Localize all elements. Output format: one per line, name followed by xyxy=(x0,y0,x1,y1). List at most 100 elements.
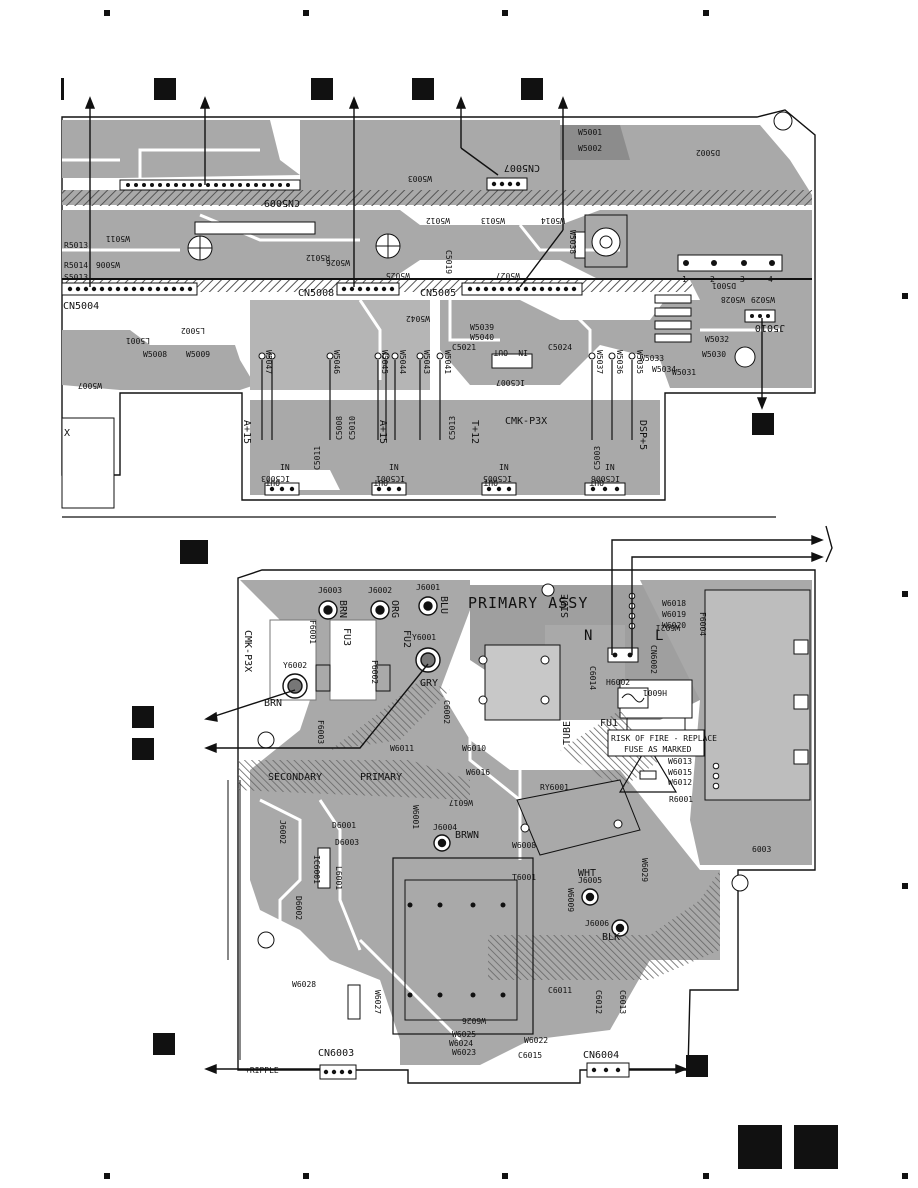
part-w6008: W6008 xyxy=(512,841,536,850)
jack-j6004-ref: J6004 xyxy=(433,823,457,832)
mini-r5014: R5014 xyxy=(64,261,88,270)
lower-arrows xyxy=(204,525,833,1075)
part-w6001: W6001 xyxy=(411,805,420,829)
cap-c5003: C5003 xyxy=(593,446,602,470)
jack-y6001-color: GRY xyxy=(420,678,438,689)
jumper-w5034: W5034 xyxy=(652,365,676,374)
jack-j6006-ref: J6006 xyxy=(585,919,609,928)
part-w6025: W6025 xyxy=(452,1030,476,1039)
jumper-w5013: W5013 xyxy=(481,216,505,225)
jack-y6002-ref: Y6002 xyxy=(283,661,307,670)
jumper-w5030: W5030 xyxy=(702,350,726,359)
jumper-w5006: W5006 xyxy=(96,260,120,269)
part-t6001: T6001 xyxy=(512,873,536,882)
mini-s5013: S5013 xyxy=(64,273,88,282)
part-ic6001: IC6001 xyxy=(312,855,321,884)
jack-j6006-color: BLK xyxy=(602,932,620,943)
reg-ic5001: IC5001 xyxy=(376,474,405,483)
part-d6001: D6001 xyxy=(332,821,356,830)
reg-in-3: IN xyxy=(499,463,509,472)
mini-d5001: D5001 xyxy=(712,281,736,290)
jumper-w5035: W5035 xyxy=(635,350,644,374)
part-w6009: W6009 xyxy=(566,888,575,912)
part-w6022: W6022 xyxy=(524,1036,548,1045)
jack-j6003-ref: J6003 xyxy=(318,586,342,595)
part-c6011: C6011 xyxy=(548,986,572,995)
jumper-w5039: W5039 xyxy=(470,323,494,332)
reg-out-4: OUT xyxy=(589,478,604,487)
jack-j6002-color: ORG xyxy=(389,600,400,618)
part-w6028: W6028 xyxy=(292,980,316,989)
part-w6020: W6020 xyxy=(662,621,686,630)
part-d6002: D6002 xyxy=(294,896,303,920)
cap-c5013: C5013 xyxy=(448,416,457,440)
mini-l5001: L5001 xyxy=(126,336,150,345)
jumper-w5045: W5045 xyxy=(380,350,389,374)
reg-t12: T+12 xyxy=(469,420,480,444)
reg-ic5003: IC5003 xyxy=(261,474,290,483)
part-h6001: H6001 xyxy=(643,688,667,697)
cn5005-label: CN5005 xyxy=(420,288,456,299)
fuse-fu2: FU2 xyxy=(401,630,412,648)
cap-c5010: C5010 xyxy=(348,416,357,440)
reg-in-1: IN xyxy=(280,463,290,472)
warning-line-2: FUSE AS MARKED xyxy=(624,745,692,754)
jack-j6005-color: WHT xyxy=(578,868,596,879)
jack-j6003-color: BRN xyxy=(337,600,348,618)
location-markers xyxy=(132,78,774,1077)
cmk-p3x-upper: CMK-P3X xyxy=(505,416,547,427)
reg-in-2: IN xyxy=(389,463,399,472)
jumper-w5007: W5007 xyxy=(78,381,102,390)
svg-text:1: 1 xyxy=(682,275,687,284)
cn5004-label: CN5004 xyxy=(63,301,99,312)
jumper-w5029: W5029 xyxy=(751,295,775,304)
jack-j6005-ref: J6005 xyxy=(578,876,602,885)
part-w6021: W6021 xyxy=(656,623,680,632)
part-c6015: C6015 xyxy=(518,1051,542,1060)
reg-a15-1: A+15 xyxy=(241,420,252,444)
jumper-w5026: W5026 xyxy=(326,258,350,267)
part-w6016: W6016 xyxy=(466,768,490,777)
cn5007-label: CN5007 xyxy=(504,162,540,173)
reg-a15-2: A+15 xyxy=(377,420,388,444)
jumper-w5032: W5032 xyxy=(705,335,729,344)
label-n: N xyxy=(584,628,592,644)
jumper-w5037: W5037 xyxy=(595,350,604,374)
part-w6024: W6024 xyxy=(449,1039,473,1048)
svg-text:4: 4 xyxy=(768,275,773,284)
label-side: SIDE xyxy=(560,594,571,618)
jumper-w5001: W5001 xyxy=(578,128,602,137)
cn6003-ripple: +RIPPLE xyxy=(245,1066,279,1075)
page-tab-right xyxy=(794,1125,838,1169)
reg-dsp5: DSP+5 xyxy=(637,420,648,450)
reg-ic5006: IC5006 xyxy=(591,474,620,483)
cap-c5008: C5008 xyxy=(335,416,344,440)
part-l6001: L6001 xyxy=(334,866,343,890)
jumper-w5011: W5011 xyxy=(106,234,130,243)
jack-j6002-ref: J6002 xyxy=(368,586,392,595)
upper-arrows xyxy=(84,96,768,410)
part-w6011: W6011 xyxy=(390,744,414,753)
jumper-w5002: W5002 xyxy=(578,144,602,153)
jack-y6002-color: BRN xyxy=(264,698,282,709)
reg-out-1: OUT xyxy=(265,478,280,487)
jumper-w5041: W5041 xyxy=(443,350,452,374)
cn6003-label: CN6003 xyxy=(318,1048,354,1059)
cn5008-label: CN5008 xyxy=(298,288,334,299)
label-secondary: SECONDARY xyxy=(268,772,322,783)
jumper-w5012: W5012 xyxy=(426,216,450,225)
part-w6027: W6027 xyxy=(373,990,382,1014)
part-w6017: W6017 xyxy=(449,798,473,807)
jumper-w5047: W5047 xyxy=(264,350,273,374)
jack-j6001-ref: J6001 xyxy=(416,583,440,592)
jumper-w5031: W5031 xyxy=(672,368,696,377)
jumper-w5027: W5027 xyxy=(496,271,520,280)
label-l: L xyxy=(655,628,663,644)
mini-out: OUT xyxy=(493,348,508,357)
mini-in: IN xyxy=(518,348,528,357)
left-panel-text: X xyxy=(64,428,70,439)
part-w6013: W6013 xyxy=(668,757,692,766)
jumper-w5043: W5043 xyxy=(422,350,431,374)
mini-d5002: D5002 xyxy=(696,148,720,157)
